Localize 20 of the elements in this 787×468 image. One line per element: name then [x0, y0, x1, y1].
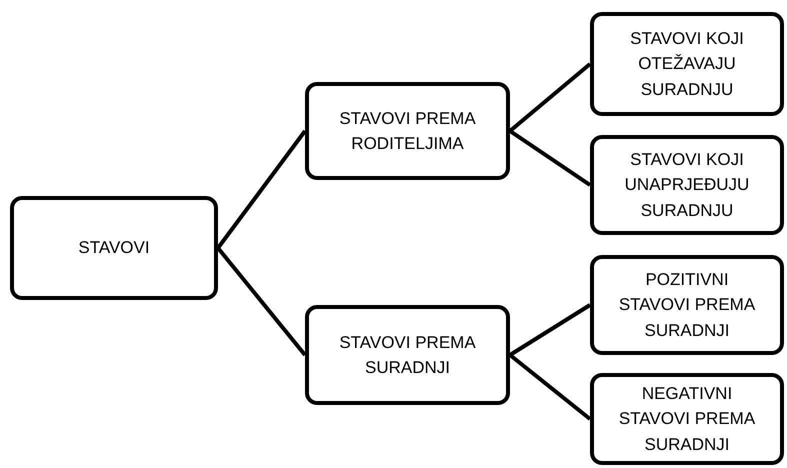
text-box [305, 82, 510, 180]
connector-line [508, 353, 592, 421]
box-label: STAVOVI KOJI OTEŽAVAJU SURADNJU [629, 28, 745, 101]
text-box [590, 12, 784, 116]
connector-line [216, 246, 307, 356]
text-box [590, 255, 784, 355]
connector-line [508, 129, 592, 187]
text-box [590, 373, 784, 465]
box-label: STAVOVI PREMA RODITELJIMA [338, 108, 477, 155]
text-box [305, 305, 510, 405]
box-label: NEGATIVNI STAVOVI PREMA SURADNJI [618, 382, 756, 456]
text-box [590, 135, 784, 235]
box-label: STAVOVI [78, 237, 150, 260]
connector-line [508, 62, 592, 133]
connector-line [508, 303, 592, 357]
box-label: STAVOVI PREMA SURADNJI [338, 332, 477, 379]
box-label: POZITIVNI STAVOVI PREMA SURADNJI [618, 268, 756, 342]
box-label: STAVOVI KOJI UNAPRJEĐUJU SURADNJU [624, 148, 750, 222]
text-box [10, 196, 218, 300]
connector-line [216, 130, 307, 250]
